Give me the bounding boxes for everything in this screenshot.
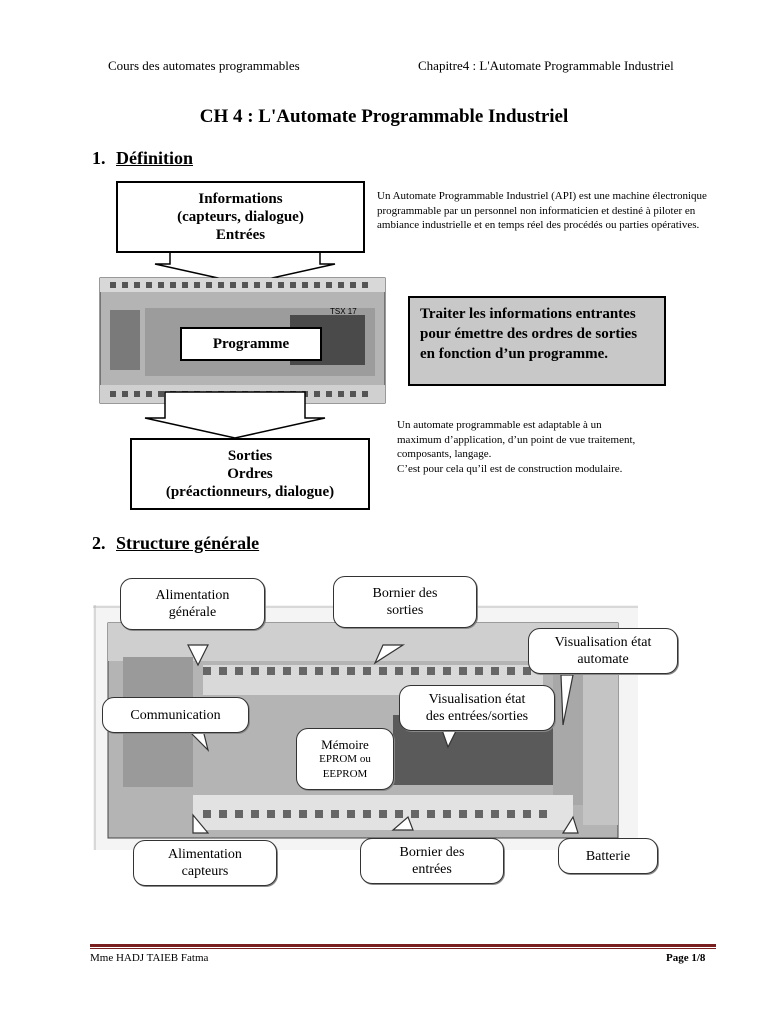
- function-box: Traiter les informations entrantes pour …: [408, 296, 666, 386]
- callout-visualisation-es-line-1: Visualisation état: [428, 692, 526, 707]
- inputs-line-3: Entrées: [215, 227, 266, 243]
- outputs-line-2: Ordres: [227, 466, 273, 482]
- footer-rule: [90, 944, 716, 947]
- inputs-line-2: (capteurs, dialogue): [177, 209, 304, 225]
- callout-communication: Communication: [102, 697, 249, 733]
- modular-paragraph: Un automate programmable est adaptable à…: [397, 418, 717, 476]
- section-1-heading: 1. Définition: [92, 148, 193, 169]
- callout-alimentation-capteurs-line-1: Alimentation: [168, 847, 242, 862]
- callout-bornier-sorties: Bornier des sorties: [333, 576, 477, 628]
- callout-bornier-entrees-line-1: Bornier des: [399, 845, 465, 860]
- program-box: Programme: [180, 327, 322, 361]
- footer-rule-thin: [90, 948, 716, 949]
- callout-bornier-sorties-line-1: Bornier des: [372, 586, 438, 601]
- callout-visualisation-automate-line-1: Visualisation état: [554, 635, 652, 650]
- callout-alimentation-capteurs: Alimentation capteurs: [133, 840, 277, 886]
- callout-batterie: Batterie: [558, 838, 658, 874]
- section-2-heading: 2. Structure générale: [92, 533, 259, 554]
- page-title: CH 4 : L'Automate Programmable Industrie…: [199, 106, 569, 127]
- inputs-line-1: Informations: [198, 191, 283, 207]
- callout-bornier-sorties-line-2: sorties: [386, 603, 424, 618]
- callout-batterie-line-1: Batterie: [585, 848, 631, 864]
- footer-page-number: Page 1/8: [666, 952, 706, 964]
- section-1-title: Définition: [116, 148, 194, 168]
- callout-communication-line-1: Communication: [130, 707, 221, 723]
- inputs-box: Informations (capteurs, dialogue) Entrée…: [116, 181, 365, 253]
- outputs-line-3: (préactionneurs, dialogue): [165, 484, 335, 500]
- section-2-number: 2.: [92, 533, 106, 553]
- modular-line-1: Un automate programmable est adaptable à…: [397, 419, 602, 431]
- header-right: Chapitre4 : L'Automate Programmable Indu…: [418, 58, 674, 73]
- section-1-number: 1.: [92, 148, 106, 168]
- modular-line-4: C’est pour cela qu’il est de constructio…: [397, 462, 623, 475]
- definition-paragraph: Un Automate Programmable Industriel (API…: [377, 190, 707, 231]
- outputs-box: Sorties Ordres (préactionneurs, dialogue…: [130, 438, 370, 510]
- section-2-title: Structure générale: [116, 533, 260, 553]
- callout-memoire-line-3: EEPROM: [322, 767, 368, 780]
- callout-memoire-line-1: Mémoire: [321, 736, 369, 752]
- output-arrow: [144, 391, 326, 439]
- modular-line-3: composants, langage.: [397, 448, 492, 460]
- callout-alimentation-generale: Alimentation générale: [120, 578, 265, 630]
- callout-alimentation-generale-line-1: Alimentation: [155, 588, 230, 603]
- callout-visualisation-es: Visualisation état des entrées/sorties: [399, 685, 555, 731]
- callout-alimentation-capteurs-line-2: capteurs: [181, 864, 229, 879]
- callout-visualisation-automate-line-2: automate: [577, 652, 629, 667]
- modular-line-2: maximum d’application, d’un point de vue…: [397, 433, 636, 446]
- plc-model-label: TSX 17: [330, 307, 357, 316]
- callout-memoire: Mémoire EPROM ou EEPROM: [296, 728, 394, 790]
- outputs-line-1: Sorties: [227, 448, 273, 464]
- callout-bornier-entrees: Bornier des entrées: [360, 838, 504, 884]
- callout-visualisation-automate: Visualisation état automate: [528, 628, 678, 674]
- callout-alimentation-generale-line-2: générale: [168, 605, 217, 620]
- footer-author: Mme HADJ TAIEB Fatma: [90, 952, 209, 964]
- callout-bornier-entrees-line-2: entrées: [412, 862, 452, 877]
- callout-visualisation-es-line-2: des entrées/sorties: [425, 709, 529, 724]
- header-left: Cours des automates programmables: [108, 58, 300, 73]
- callout-memoire-line-2: EPROM ou: [319, 752, 371, 765]
